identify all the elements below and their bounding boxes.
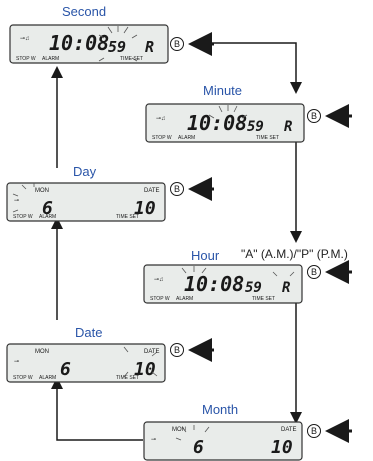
button-b-label: B (174, 184, 180, 194)
alarm-indicator: ⊸ (151, 437, 156, 443)
time-digits: 10:08 (184, 272, 244, 296)
mode-alarm: ALARM (178, 135, 195, 141)
step-label-day: Day (73, 164, 97, 179)
alarm-indicator: ⊸♫ (156, 116, 166, 122)
flash-rays (12, 183, 35, 213)
mode-time-set: TIME SET (120, 56, 143, 62)
date-digits: 10 (271, 437, 293, 458)
day-of-week-label: MON (35, 188, 49, 194)
mode-alarm: ALARM (39, 375, 56, 381)
seconds-digits: 59 (108, 38, 126, 56)
button-b-icon (170, 37, 184, 51)
mode-alarm: ALARM (39, 214, 56, 220)
button-b-label: B (311, 111, 317, 121)
step-minute: Minute ⊸♫ 10:08 59 R STOP W ALARM TIME S… (145, 83, 352, 143)
ampm-indicator: R (284, 119, 292, 135)
month-digits: 6 (60, 359, 71, 380)
mode-stop-watch: STOP W (152, 135, 172, 141)
flash-rays (181, 266, 295, 277)
flash-rays (208, 105, 248, 119)
mode-time-set: TIME SET (116, 375, 139, 381)
month-digits: 6 (193, 437, 204, 458)
step-label-minute: Minute (203, 83, 242, 98)
mode-alarm: ALARM (42, 56, 59, 62)
ampm-indicator: R (282, 280, 290, 296)
step-label-second: Second (62, 4, 106, 19)
mode-stop-watch: STOP W (13, 214, 33, 220)
mode-stop-watch: STOP W (16, 56, 36, 62)
lcd-display (6, 182, 166, 222)
step-second: Second ⊸♫ 10:08 59 R STOP W ALARM TIME S… (9, 4, 214, 64)
seconds-digits: 59 (247, 119, 264, 135)
mode-stop-watch: STOP W (150, 296, 170, 302)
step-label-month: Month (202, 402, 238, 417)
alarm-indicator: ⊸♫ (154, 277, 164, 283)
mode-time-set: TIME SET (252, 296, 275, 302)
button-b-icon (307, 265, 321, 279)
flash-rays (98, 26, 138, 62)
alarm-indicator: ⊸ (14, 359, 19, 365)
button-b-label: B (174, 39, 180, 49)
step-day: Day MON DATE ⊸ 6 10 STOP W ALARM TIME SE… (6, 164, 214, 222)
flash-rays (175, 425, 210, 441)
date-label: DATE (144, 349, 160, 355)
step-hour: Hour "A" (A.M.)/"P" (P.M.) ⊸♫ 10:08 59 R… (143, 247, 352, 304)
time-digits: 10:08 (187, 111, 247, 135)
date-label: DATE (281, 427, 297, 433)
mode-time-set: TIME SET (256, 135, 279, 141)
lcd-display (9, 24, 169, 64)
day-of-week-label: MON (172, 427, 186, 433)
connector-month-to-date (51, 377, 143, 441)
lcd-display (6, 343, 166, 383)
step-month: Month MON DATE ⊸ 6 10 B (143, 402, 352, 461)
button-b-label: B (311, 267, 317, 277)
button-b-icon (307, 109, 321, 123)
button-b-label: B (174, 345, 180, 355)
step-date: Date MON DATE ⊸ 6 10 STOP W ALARM TIME S… (6, 325, 214, 383)
button-b-label: B (311, 426, 317, 436)
step-label-date: Date (75, 325, 102, 340)
alarm-indicator: ⊸♫ (20, 36, 30, 42)
flash-rays (123, 346, 158, 378)
connector-second-to-minute (195, 42, 302, 94)
button-b-icon (170, 343, 184, 357)
mode-stop-watch: STOP W (13, 375, 33, 381)
button-b-icon (170, 182, 184, 196)
mode-alarm: ALARM (176, 296, 193, 302)
seconds-digits: 59 (245, 280, 262, 296)
mode-time-set: TIME SET (116, 214, 139, 220)
lcd-display (143, 421, 303, 461)
flow-connectors (51, 42, 302, 441)
ampm-indicator: R (145, 38, 154, 56)
month-digits: 6 (42, 198, 53, 219)
date-label: DATE (144, 188, 160, 194)
day-of-week-label: MON (35, 349, 49, 355)
time-digits: 10:08 (49, 31, 109, 55)
ampm-note: "A" (A.M.)/"P" (P.M.) (241, 247, 348, 261)
step-label-hour: Hour (191, 248, 220, 263)
button-b-icon (307, 424, 321, 438)
date-digits: 10 (134, 359, 156, 380)
lcd-display (145, 103, 305, 143)
alarm-indicator: ⊸ (14, 198, 19, 204)
date-digits: 10 (134, 198, 156, 219)
lcd-display (143, 264, 303, 304)
